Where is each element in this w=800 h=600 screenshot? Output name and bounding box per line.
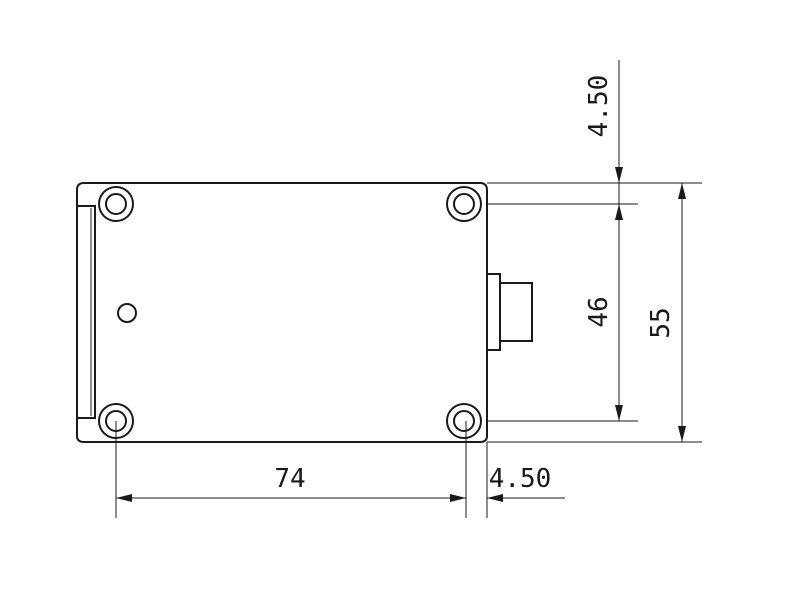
- mounting-hole-top-left: [98, 186, 134, 222]
- left-rail: [76, 205, 96, 419]
- dimension-4.50-horizontal-label: 4.50: [489, 464, 552, 494]
- mounting-hole-top-right: [446, 186, 482, 222]
- dimension-55-label: 55: [646, 307, 676, 338]
- dimension-74-label: 74: [274, 464, 305, 494]
- body-outline: [76, 182, 488, 443]
- mounting-hole-bottom-right: [446, 403, 482, 439]
- dimension-46-label: 46: [584, 296, 614, 327]
- dimension-46: 46: [584, 204, 623, 421]
- dimension-4.50-horizontal: 4.50: [487, 464, 565, 502]
- dimension-55: 55: [646, 183, 686, 442]
- dimension-74: 74: [116, 464, 466, 502]
- indicator-hole: [117, 303, 137, 323]
- side-connector: [486, 273, 533, 351]
- dimension-4.50-vertical: 4.50: [584, 60, 623, 220]
- dimension-4.50-vertical-label: 4.50: [584, 75, 614, 138]
